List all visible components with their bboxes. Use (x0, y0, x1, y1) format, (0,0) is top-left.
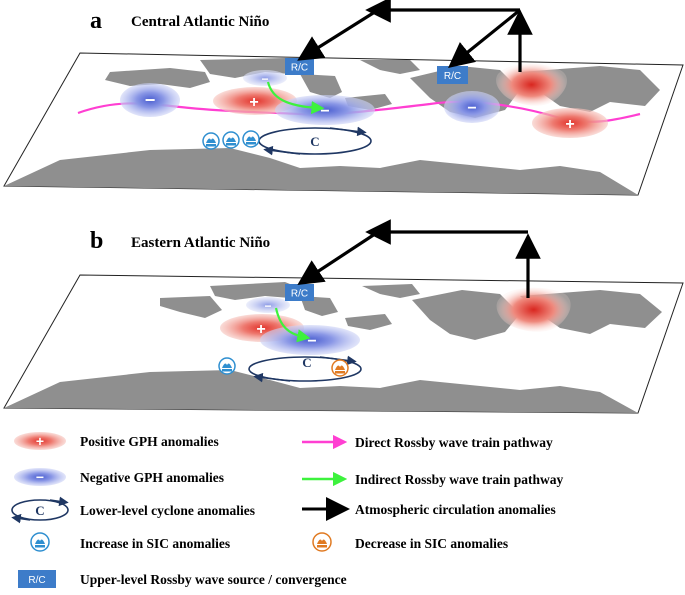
panel-a-indirect-pathway (266, 81, 325, 115)
panel-b-heating-region (496, 287, 571, 332)
panel-a-title: Central Atlantic Niño (131, 14, 269, 30)
panel-a-rc-box-east: R/C (437, 66, 468, 84)
svg-text:+: + (249, 94, 258, 111)
svg-text:−: − (145, 90, 156, 110)
legend-positive-gph: + Positive GPH anomalies (14, 432, 219, 450)
svg-text:R/C: R/C (291, 63, 308, 74)
panel-a-sic-increase-icons (202, 130, 260, 150)
svg-text:−: − (467, 100, 476, 117)
svg-text:−: − (264, 299, 271, 313)
panel-b-circulation-arrows (297, 219, 541, 298)
svg-text:−: − (261, 72, 268, 86)
panel-a-negative-gph-west: − (120, 83, 180, 117)
legend-sic-decrease-label: Decrease in SIC anomalies (355, 536, 508, 551)
svg-text:C: C (35, 503, 44, 518)
svg-text:R/C: R/C (28, 575, 45, 586)
legend-cyclone-label: Lower-level cyclone anomalies (80, 503, 255, 518)
svg-text:R/C: R/C (444, 71, 461, 82)
sic-increase-icon (202, 132, 220, 150)
svg-text:R/C: R/C (291, 289, 308, 300)
sic-increase-icon (222, 131, 240, 149)
panel-a-negative-gph-east: − (444, 91, 500, 123)
sic-decrease-icon (331, 359, 349, 377)
panel-a-heating-region (496, 63, 567, 106)
panel-a-letter: a (90, 8, 102, 34)
svg-text:C: C (302, 355, 311, 370)
legend-negative-gph-label: Negative GPH anomalies (80, 470, 224, 485)
svg-text:C: C (310, 134, 319, 149)
panel-a-negative-gph-small: − (243, 70, 287, 86)
legend-direct-pathway-label: Direct Rossby wave train pathway (355, 435, 553, 450)
svg-text:−: − (36, 469, 44, 485)
sic-increase-icon (242, 130, 260, 148)
legend-rc-source-label: Upper-level Rossby wave source / converg… (80, 572, 347, 587)
legend-cyclone: C Lower-level cyclone anomalies (11, 496, 255, 524)
legend-sic-decrease: Decrease in SIC anomalies (312, 532, 508, 552)
legend-rc-source: R/C Upper-level Rossby wave source / con… (18, 570, 347, 588)
legend-positive-gph-label: Positive GPH anomalies (80, 434, 219, 449)
legend-indirect-pathway-label: Indirect Rossby wave train pathway (355, 472, 564, 487)
legend-circulation: Atmospheric circulation anomalies (302, 497, 556, 521)
panel-a-rc-box-west: R/C (285, 58, 314, 75)
panel-a: a Central Atlantic Niño − + − (3, 0, 684, 196)
panel-b-rc-box: R/C (285, 284, 314, 301)
panel-a-land (4, 58, 660, 195)
panel-b-cyclone: C (248, 355, 362, 383)
legend-circulation-label: Atmospheric circulation anomalies (355, 502, 556, 517)
svg-text:−: − (307, 333, 316, 350)
sic-decrease-icon (312, 532, 332, 552)
legend-negative-gph: − Negative GPH anomalies (14, 468, 224, 486)
panel-b: b Eastern Atlantic Niño + − − (3, 219, 684, 414)
legend-indirect-pathway: Indirect Rossby wave train pathway (302, 471, 564, 487)
legend: + Positive GPH anomalies − Negative GPH … (11, 432, 564, 588)
panel-b-title: Eastern Atlantic Niño (131, 235, 270, 251)
legend-sic-increase-label: Increase in SIC anomalies (80, 536, 230, 551)
panel-a-positive-gph-east: + (532, 108, 608, 138)
svg-text:+: + (256, 321, 265, 338)
legend-sic-increase: Increase in SIC anomalies (30, 532, 230, 552)
svg-text:−: − (320, 103, 329, 120)
sic-increase-icon (30, 532, 50, 552)
svg-text:+: + (36, 433, 44, 449)
sic-increase-icon (218, 357, 236, 375)
panel-b-letter: b (90, 228, 103, 254)
panel-a-negative-gph-center: − (275, 95, 375, 125)
panel-b-indirect-pathway (274, 307, 311, 343)
svg-text:+: + (565, 116, 574, 133)
panel-a-circulation-arrows (297, 0, 533, 72)
legend-direct-pathway: Direct Rossby wave train pathway (302, 434, 553, 450)
panel-b-negative-gph-center: − (260, 325, 360, 355)
panel-b-negative-gph-small: − (246, 297, 290, 313)
